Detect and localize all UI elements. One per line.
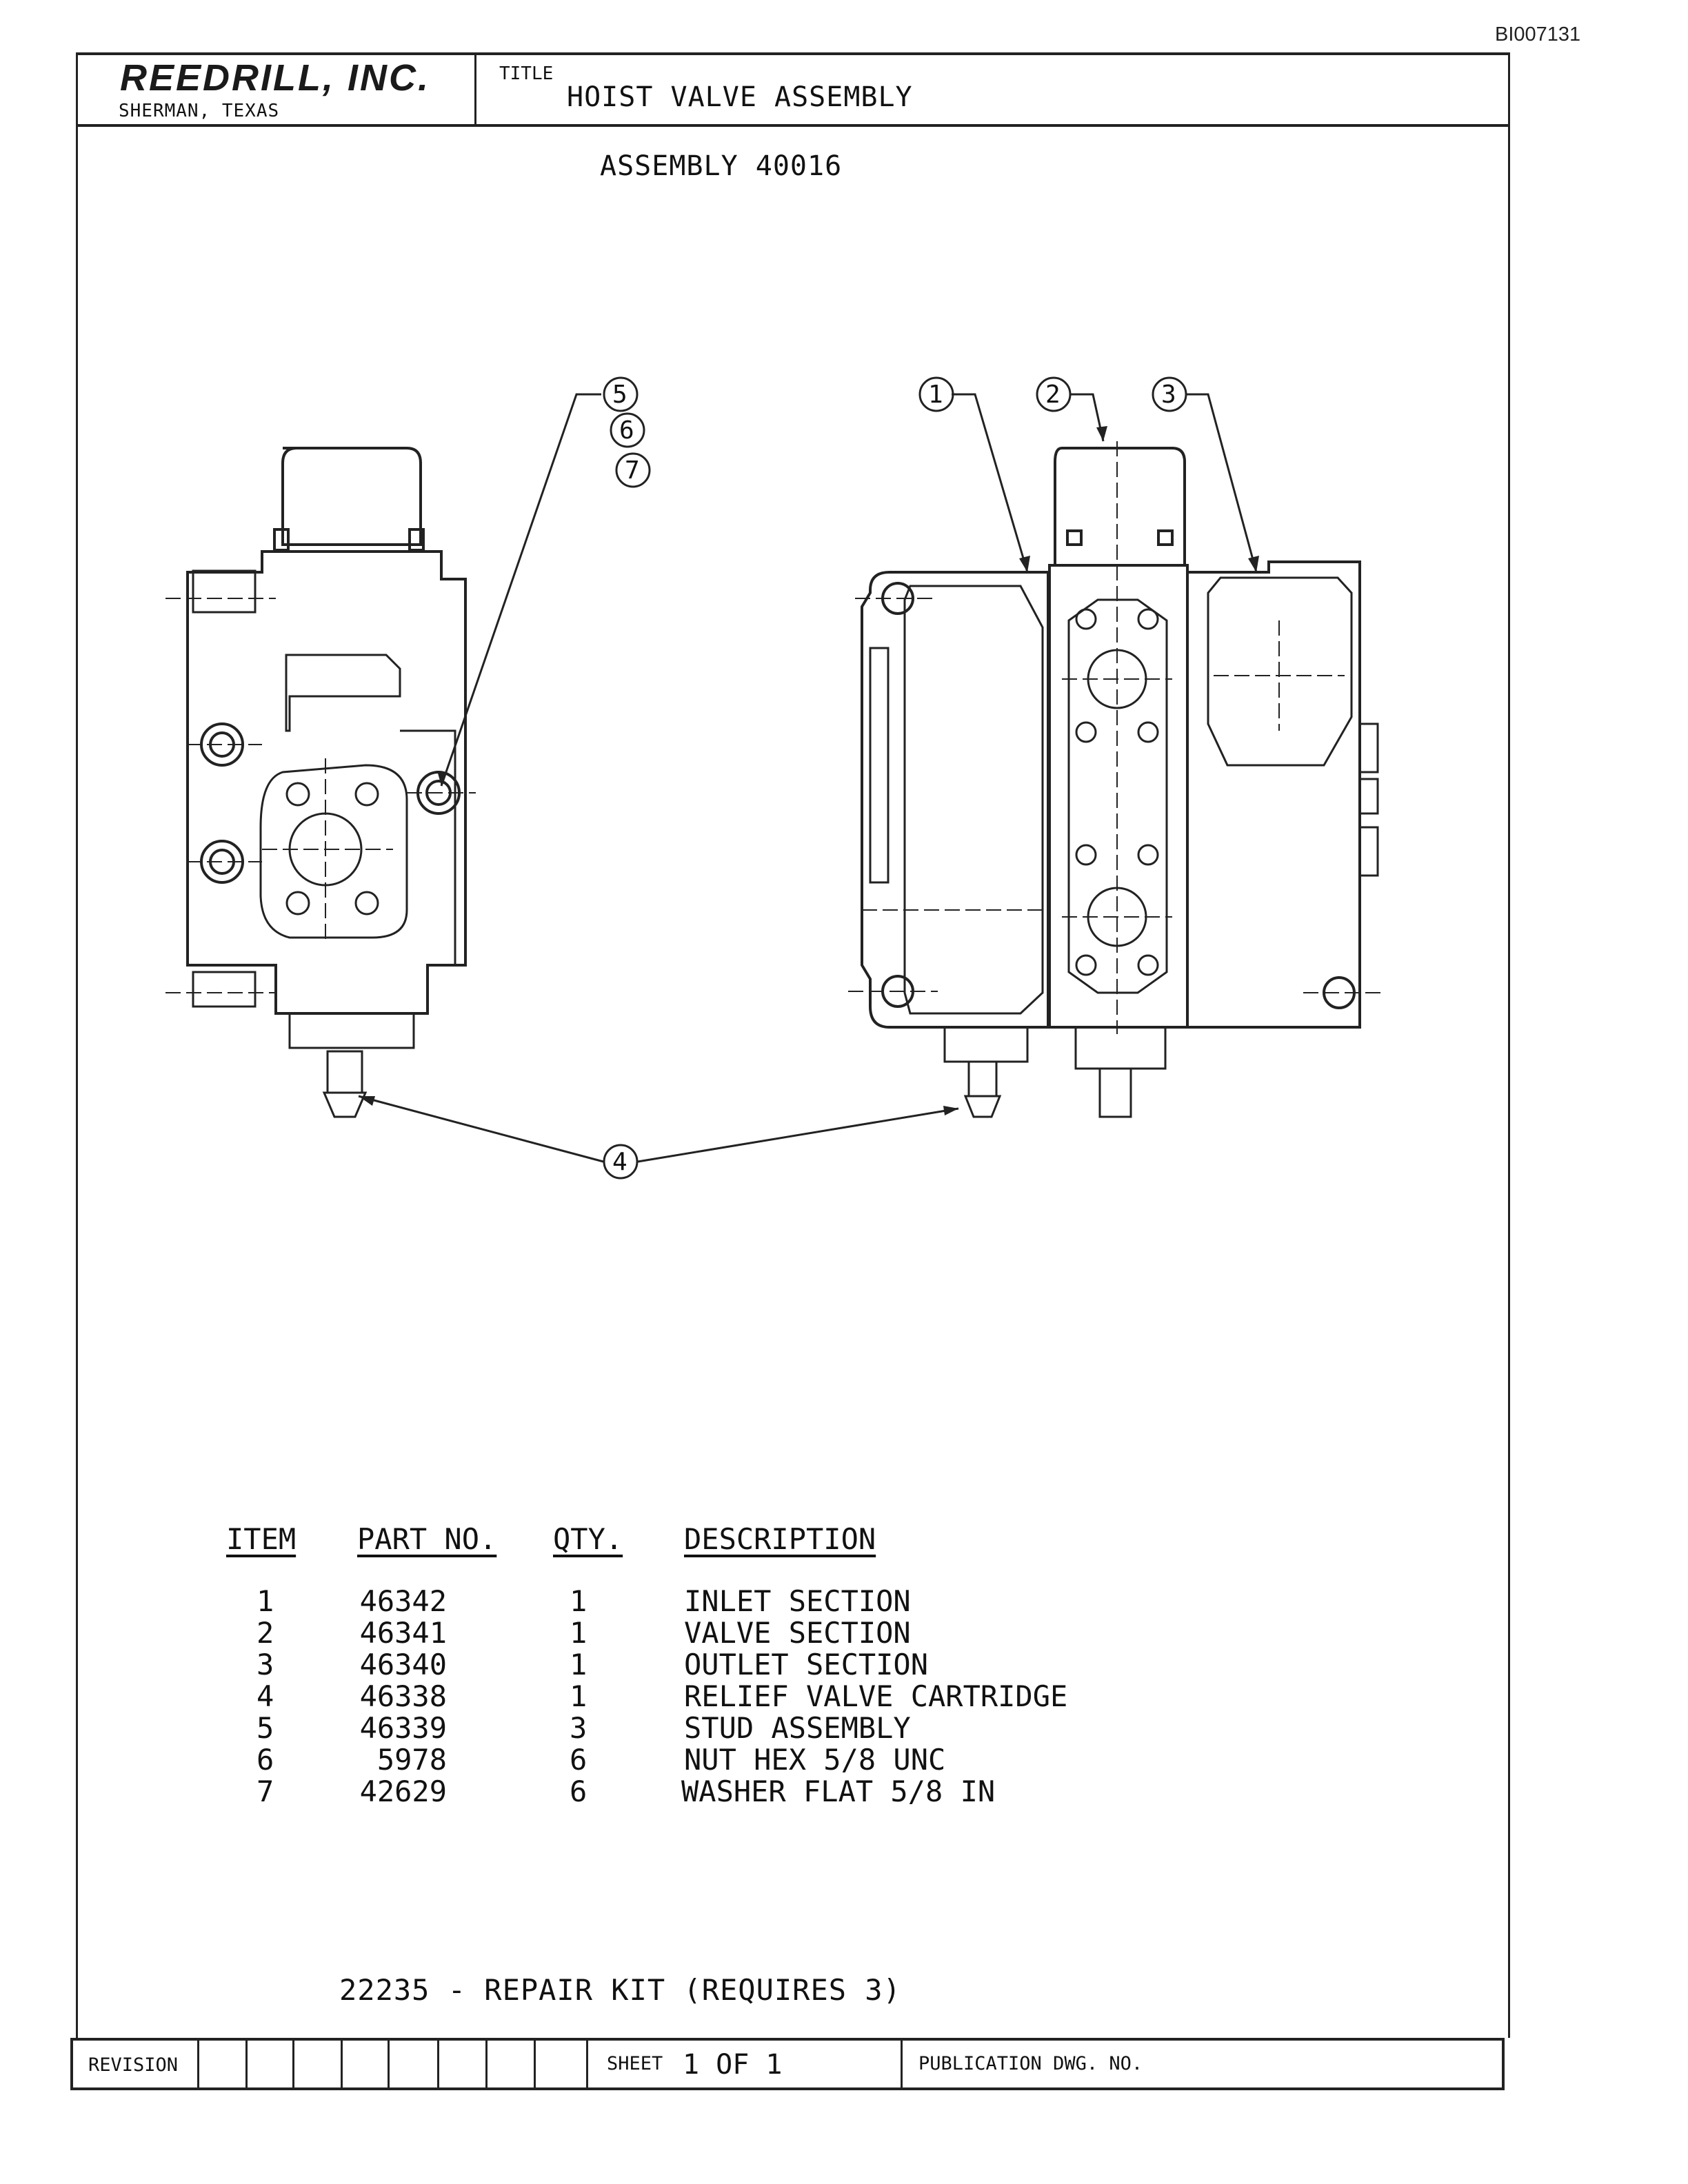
table-cell-item: 5 — [257, 1711, 274, 1745]
revision-cell — [341, 2039, 343, 2089]
revision-cell — [292, 2039, 294, 2089]
assembly-number: ASSEMBLY 40016 — [600, 150, 843, 182]
callout-7: 7 — [625, 456, 640, 485]
table-cell-description: NUT HEX 5/8 UNC — [684, 1743, 946, 1777]
table-cell-part-no: 42629 — [359, 1775, 447, 1808]
table-cell-part-no: 46340 — [359, 1648, 447, 1681]
sheet-number: 1 OF 1 — [683, 2049, 783, 2081]
table-cell-item: 3 — [257, 1648, 274, 1681]
callout-6: 6 — [619, 416, 634, 445]
table-cell-description: OUTLET SECTION — [684, 1648, 929, 1681]
table-cell-description: WASHER FLAT 5/8 IN — [681, 1775, 996, 1808]
table-cell-part-no: 46342 — [359, 1584, 447, 1618]
table-cell-description: RELIEF VALVE CARTRIDGE — [684, 1679, 1068, 1713]
title-block-divider — [474, 52, 476, 127]
revision-cell — [197, 2039, 199, 2089]
callout-5: 5 — [612, 381, 627, 409]
header-qty: QTY. — [553, 1522, 623, 1556]
revision-cell — [485, 2039, 488, 2089]
table-cell-description: VALVE SECTION — [684, 1616, 911, 1650]
table-cell-qty: 1 — [570, 1584, 587, 1618]
table-cell-qty: 6 — [570, 1743, 587, 1777]
callout-2: 2 — [1045, 381, 1061, 409]
revision-cell — [534, 2039, 536, 2089]
publication-label: PUBLICATION DWG. NO. — [918, 2053, 1143, 2074]
title-label: TITLE — [499, 63, 554, 84]
table-cell-item: 6 — [257, 1743, 274, 1777]
drawing-frame — [76, 52, 1510, 2038]
table-cell-qty: 1 — [570, 1648, 587, 1681]
table-cell-item: 7 — [257, 1775, 274, 1808]
table-cell-description: STUD ASSEMBLY — [684, 1711, 911, 1745]
table-cell-item: 1 — [257, 1584, 274, 1618]
revision-cell — [388, 2039, 390, 2089]
revision-cell — [437, 2039, 439, 2089]
sheet-label: SHEET — [607, 2053, 663, 2074]
table-cell-item: 4 — [257, 1679, 274, 1713]
header-item: ITEM — [226, 1522, 297, 1556]
table-cell-qty: 1 — [570, 1679, 587, 1713]
table-cell-description: INLET SECTION — [684, 1584, 911, 1618]
callout-4: 4 — [612, 1148, 627, 1176]
table-cell-qty: 6 — [570, 1775, 587, 1808]
table-cell-qty: 3 — [570, 1711, 587, 1745]
leader-lines — [358, 393, 1258, 1163]
revision-cell — [245, 2039, 248, 2089]
header-part-no: PART NO. — [357, 1522, 497, 1556]
company-name: REEDRILL, INC. — [120, 57, 431, 99]
title-block — [76, 52, 1510, 127]
table-cell-item: 2 — [257, 1616, 274, 1650]
company-location: SHERMAN, TEXAS — [119, 101, 280, 121]
sheet-cell-divider — [586, 2039, 588, 2089]
revision-block — [70, 2038, 1505, 2090]
table-cell-part-no: 5978 — [376, 1743, 447, 1777]
revision-label: REVISION — [88, 2054, 179, 2076]
table-cell-part-no: 46339 — [359, 1711, 447, 1745]
table-cell-part-no: 46338 — [359, 1679, 447, 1713]
table-cell-qty: 1 — [570, 1616, 587, 1650]
header-description: DESCRIPTION — [684, 1522, 876, 1556]
document-id: BI007131 — [1495, 23, 1581, 46]
left-side-view — [165, 447, 476, 1118]
front-view — [848, 441, 1386, 1118]
callout-3: 3 — [1161, 381, 1176, 409]
callout-1: 1 — [928, 381, 943, 409]
publication-cell-divider — [901, 2039, 903, 2089]
table-cell-part-no: 46341 — [359, 1616, 447, 1650]
callout-balloons — [603, 376, 1187, 1180]
repair-kit-note: 22235 - REPAIR KIT (REQUIRES 3) — [339, 1973, 901, 2007]
drawing-title: HOIST VALVE ASSEMBLY — [567, 81, 913, 113]
